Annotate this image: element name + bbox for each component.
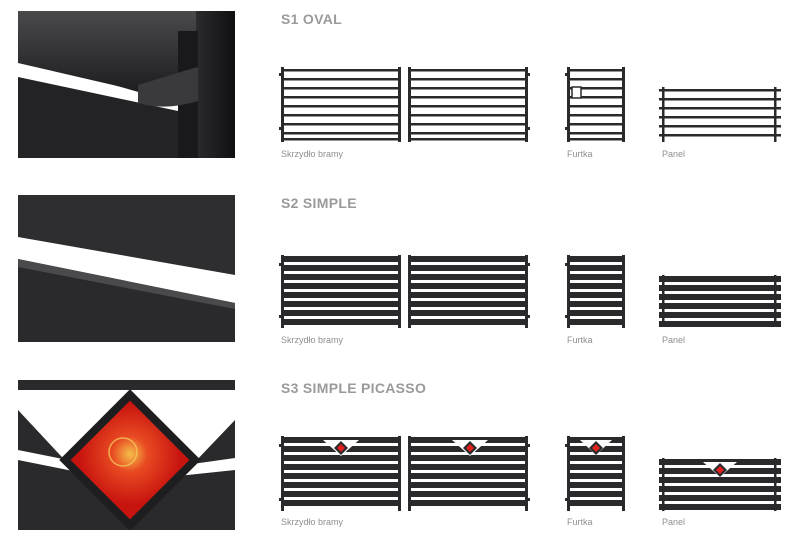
caption-gate-wing: Skrzydło bramy xyxy=(281,517,344,527)
fence-panel xyxy=(659,458,781,511)
s1-oval-profile-photo xyxy=(18,11,235,158)
series-title: S3 SIMPLE PICASSO xyxy=(281,380,427,396)
wicket-gate xyxy=(565,67,627,142)
series-title: S1 OVAL xyxy=(281,11,342,27)
series-row-s3: S3 SIMPLE PICASSO xyxy=(0,370,800,535)
gate-wing-left xyxy=(279,436,403,511)
gate-wing-left xyxy=(279,255,403,328)
caption-panel: Panel xyxy=(662,517,686,527)
wicket-gate xyxy=(565,436,627,511)
fence-panel xyxy=(659,275,781,327)
wicket-gate xyxy=(565,255,627,328)
caption-wicket: Furtka xyxy=(567,335,593,345)
caption-panel: Panel xyxy=(662,335,686,345)
gate-wing-right xyxy=(406,255,530,328)
gate-wing-right xyxy=(406,67,530,142)
fence-panel xyxy=(659,87,781,142)
caption-panel: Panel xyxy=(662,149,686,159)
series-title: S2 SIMPLE xyxy=(281,195,357,211)
s3-picasso-ornament-photo xyxy=(18,380,235,530)
caption-wicket: Furtka xyxy=(567,517,593,527)
gate-wing-right xyxy=(406,436,530,511)
caption-gate-wing: Skrzydło bramy xyxy=(281,335,344,345)
s2-simple-profile-photo xyxy=(18,195,235,342)
series-row-s1: S1 OVAL Skr xyxy=(0,0,800,165)
gate-wing-left xyxy=(279,67,403,142)
caption-gate-wing: Skrzydło bramy xyxy=(281,149,344,159)
caption-wicket: Furtka xyxy=(567,149,593,159)
series-row-s2: S2 SIMPLE Skrzydło bramy xyxy=(0,185,800,350)
